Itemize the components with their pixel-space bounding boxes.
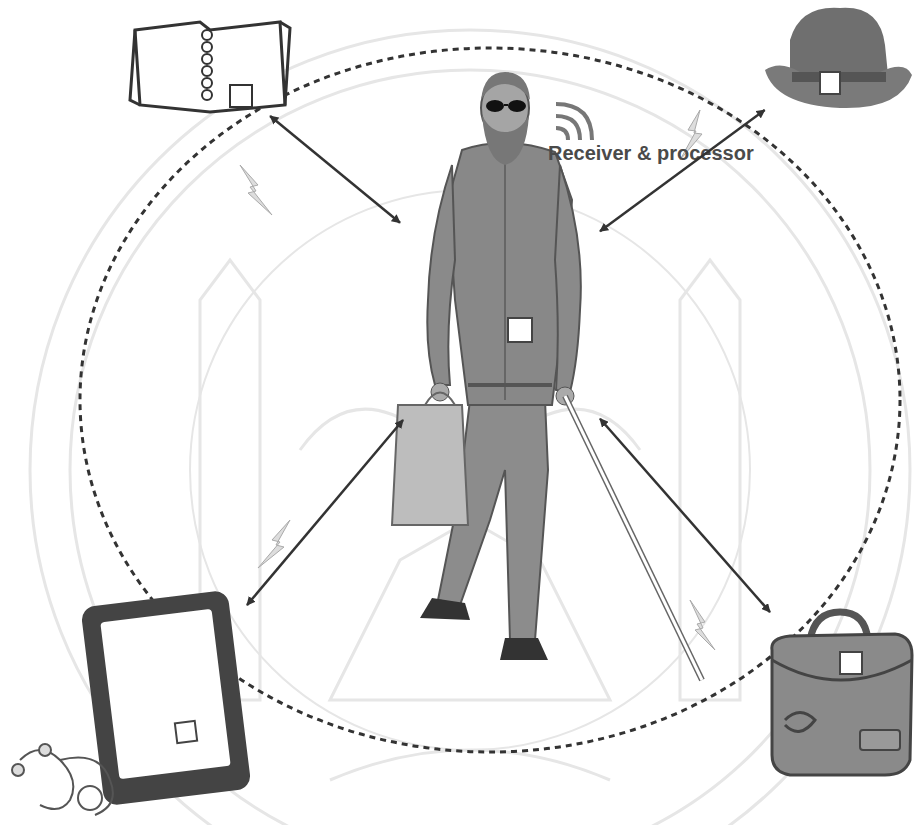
bag-object xyxy=(770,610,914,778)
link-arrow xyxy=(247,420,403,605)
link-arrow xyxy=(600,110,765,231)
link-arrow xyxy=(600,419,770,612)
earphones xyxy=(12,744,113,815)
wireless-symbol xyxy=(556,104,592,140)
person-receiver: Receiver & processor xyxy=(400,190,600,420)
tablet-illustration xyxy=(80,590,251,807)
link-arrow xyxy=(270,116,400,223)
bag-illustration xyxy=(772,612,912,775)
book-object xyxy=(128,18,293,116)
hat-illustration xyxy=(765,8,912,108)
component-label: Receiver & processor xyxy=(548,142,754,165)
signal-bolts xyxy=(240,110,715,650)
hat-object xyxy=(762,2,914,110)
book-illustration xyxy=(130,22,290,112)
tablet-object xyxy=(92,592,247,802)
